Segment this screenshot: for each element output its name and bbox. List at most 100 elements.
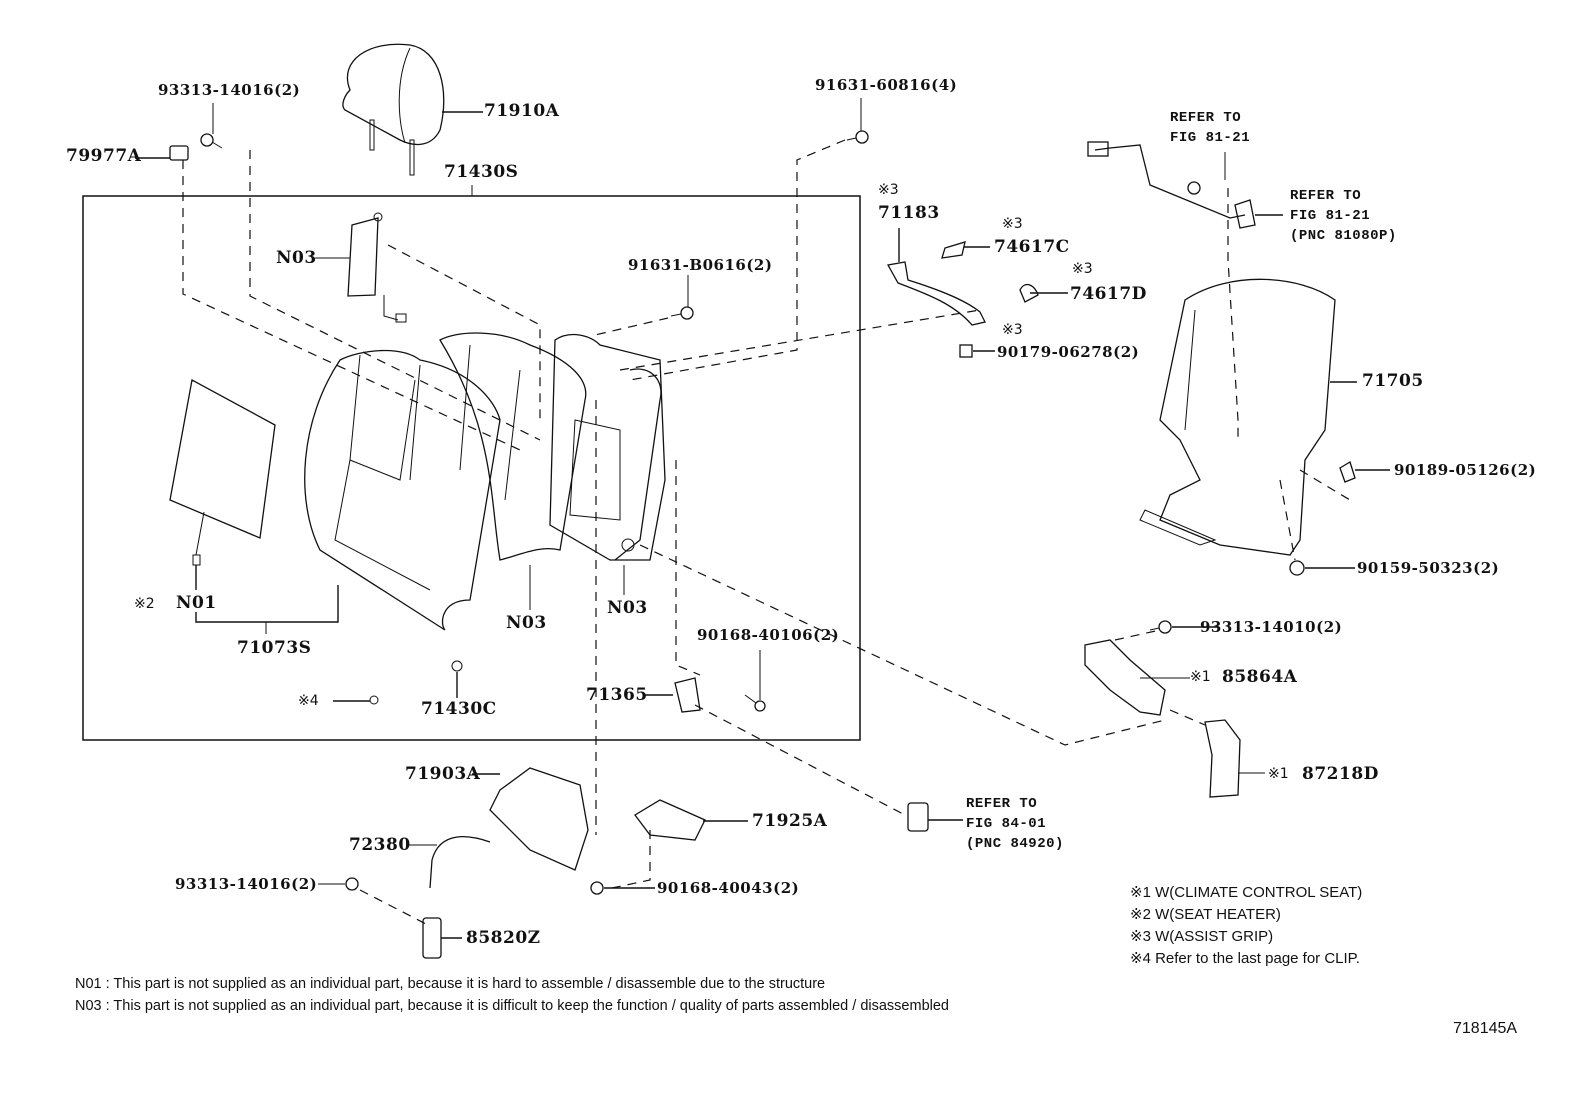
guide-line <box>619 309 981 371</box>
guide-line <box>611 830 651 889</box>
mark-2-label: ※2 <box>134 596 155 612</box>
part-label-90159-50323[interactable]: 90159-50323(2) <box>1357 559 1500 577</box>
guide-line <box>594 317 669 336</box>
clip-71430C <box>451 660 463 672</box>
clip-90189-05126 <box>1339 461 1356 483</box>
part-label-71910A[interactable]: 71910A <box>484 101 560 121</box>
seat-back-frame <box>549 333 666 561</box>
part-label-90168-40106[interactable]: 90168-40106(2) <box>697 626 840 644</box>
part-label-N03-airbag[interactable]: N03 <box>276 248 317 268</box>
cap-79977A <box>169 145 189 161</box>
cover-74617C <box>941 241 966 259</box>
nut-90179-06278 <box>959 344 973 358</box>
guide-line <box>639 544 1166 746</box>
part-label-N03-pad[interactable]: N03 <box>506 613 547 633</box>
wire-harness <box>1094 144 1246 219</box>
harness-connector <box>1087 141 1109 157</box>
bolt-93313-14016-top <box>200 133 223 149</box>
headrest-part <box>342 43 445 176</box>
note-N03: N03 : This part is not supplied as an in… <box>75 998 949 1014</box>
part-label-N03-frame[interactable]: N03 <box>607 598 648 618</box>
part-label-71073S[interactable]: 71073S <box>237 638 312 658</box>
lumbar-support-71903A <box>489 767 589 871</box>
assembly-group-frame <box>82 195 861 741</box>
reference-line: FIG 84-01 <box>966 816 1047 832</box>
reference-fig-81-21-a[interactable]: REFER TO FIG 81-21 <box>1170 108 1250 148</box>
mark-4-label: ※4 <box>298 693 319 709</box>
bolt-91631-60816 <box>846 130 869 144</box>
motor-85820Z <box>422 917 442 959</box>
part-label-71705[interactable]: 71705 <box>1362 371 1424 391</box>
seat-back-cover <box>304 349 501 631</box>
guide-line <box>359 889 429 926</box>
bolt-93313-14010 <box>1149 620 1172 634</box>
note-N01: N01 : This part is not supplied as an in… <box>75 976 826 992</box>
bracket-71925A <box>634 799 706 841</box>
guide-line <box>1227 188 1239 440</box>
cable-72380 <box>429 836 491 889</box>
guide-line <box>249 150 541 441</box>
side-airbag-module <box>347 212 407 323</box>
assist-grip <box>886 261 986 326</box>
seat-back-pad <box>439 332 587 561</box>
mark-3-74617D: ※3 <box>1072 261 1093 277</box>
mark-1-85864A: ※1 <box>1190 669 1211 685</box>
part-label-93313-14010[interactable]: 93313-14010(2) <box>1200 618 1343 636</box>
bolt-90168-40043 <box>590 881 604 895</box>
part-label-71925A[interactable]: 71925A <box>752 811 828 831</box>
clip-90159-50323 <box>1289 560 1305 576</box>
bracket-81080P <box>1234 199 1256 229</box>
leader-71073S <box>195 585 339 623</box>
part-label-71430S[interactable]: 71430S <box>444 162 519 182</box>
legend-item: ※4 Refer to the last page for CLIP. <box>1130 950 1360 967</box>
guide-line <box>1114 629 1161 641</box>
mark-3-90179: ※3 <box>1002 322 1023 338</box>
condition-legend: ※1 W(CLIMATE CONTROL SEAT) ※2 W(SEAT HEA… <box>1130 882 1362 970</box>
part-label-87218D[interactable]: 87218D <box>1302 764 1379 784</box>
guide-line <box>675 460 701 676</box>
part-label-71430C[interactable]: 71430C <box>421 699 497 719</box>
legend-item: ※2 W(SEAT HEATER) <box>1130 906 1281 923</box>
part-label-71903A[interactable]: 71903A <box>405 764 481 784</box>
part-label-93313-14016-bottom[interactable]: 93313-14016(2) <box>175 875 318 893</box>
bolt-91631-B0616 <box>670 306 694 320</box>
part-label-85864A[interactable]: 85864A <box>1222 667 1298 687</box>
part-label-79977A[interactable]: 79977A <box>66 146 142 166</box>
part-label-93313-14016-top[interactable]: 93313-14016(2) <box>158 81 301 99</box>
mark-3-74617C: ※3 <box>1002 216 1023 232</box>
part-label-90179-06278[interactable]: 90179-06278(2) <box>997 343 1140 361</box>
duct-85864A <box>1084 639 1166 716</box>
reference-line: (PNC 84920) <box>966 836 1064 852</box>
part-label-74617C[interactable]: 74617C <box>994 237 1070 257</box>
screw-90168-40106 <box>744 694 766 712</box>
guide-line <box>629 139 846 381</box>
part-label-71183[interactable]: 71183 <box>878 203 940 223</box>
reference-fig-84-01[interactable]: REFER TO FIG 84-01 (PNC 84920) <box>966 794 1064 854</box>
part-label-72380[interactable]: 72380 <box>349 835 411 855</box>
part-label-74617D[interactable]: 74617D <box>1070 284 1147 304</box>
duct-87218D <box>1204 719 1241 798</box>
part-label-91631-60816[interactable]: 91631-60816(4) <box>815 76 958 94</box>
part-label-N01[interactable]: N01 <box>176 593 217 613</box>
part-label-85820Z[interactable]: 85820Z <box>466 928 541 948</box>
guide-line <box>182 160 521 451</box>
guide-line <box>694 704 906 816</box>
guide-line <box>1169 709 1206 726</box>
reference-fig-81-21-b[interactable]: REFER TO FIG 81-21 (PNC 81080P) <box>1290 186 1397 246</box>
clip-mark4 <box>369 695 379 705</box>
guide-line <box>1279 479 1296 561</box>
screw-81-21 <box>1187 181 1201 195</box>
seat-heater-pad <box>169 379 276 566</box>
cover-74617D <box>1019 283 1039 303</box>
reference-line: FIG 81-21 <box>1170 130 1251 146</box>
mark-1-87218D: ※1 <box>1268 766 1289 782</box>
part-label-91631-B0616[interactable]: 91631-B0616(2) <box>628 256 773 274</box>
reference-line: REFER TO <box>1290 188 1362 204</box>
part-label-71365[interactable]: 71365 <box>586 685 648 705</box>
guide-line <box>1299 469 1351 501</box>
reference-line: (PNC 81080P) <box>1290 228 1397 244</box>
part-label-90189-05126[interactable]: 90189-05126(2) <box>1394 461 1537 479</box>
part-label-90168-40043[interactable]: 90168-40043(2) <box>657 879 800 897</box>
bolt-93313-14016-bottom <box>345 877 359 891</box>
